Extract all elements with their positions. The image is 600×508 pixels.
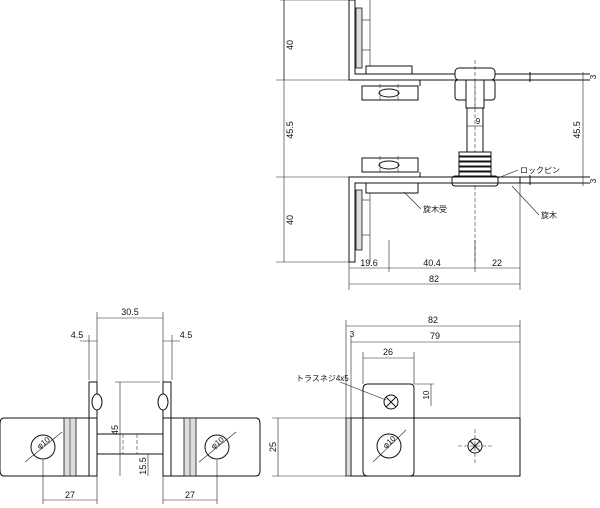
dim-right-bottom: 27 (185, 490, 195, 500)
dim-left-plate: 4.5 (71, 330, 84, 340)
label-screw: トラスネジ4x5 (296, 374, 349, 383)
upper-receiver-top (365, 65, 413, 75)
lower-receiver-bottom (365, 182, 419, 194)
dim-right-bottom-thickness: 3 (589, 178, 598, 183)
dim-right-top-thickness: 3 (589, 74, 598, 79)
dim-height: 45 (110, 425, 120, 435)
dim-bottom-c: 22 (492, 258, 502, 268)
dim-left-upper: 40 (285, 40, 295, 50)
dim-bottom-a: 19.6 (360, 258, 378, 268)
dim-left-middle: 45.5 (285, 121, 295, 139)
dim-right-plate: 4.5 (180, 330, 193, 340)
dim-screw-spacing: 26 (383, 347, 393, 357)
front-right-plate (162, 417, 261, 477)
dim-left-lower: 40 (285, 215, 295, 225)
dim-right-gap: 45.5 (572, 121, 582, 139)
dim-bottom-total: 82 (429, 274, 439, 284)
dim-thickness: 3 (350, 330, 355, 339)
front-right-hole (204, 434, 230, 460)
dim-bottom-b: 40.4 (423, 258, 441, 268)
dim-height-side: 25 (268, 442, 278, 452)
upper-wall-plate (355, 7, 363, 69)
dim-total: 82 (428, 315, 438, 325)
dim-top-width: 30.5 (121, 307, 139, 317)
dim-offset: 15.5 (138, 457, 148, 475)
side-view: 82 79 3 26 10 トラスネジ4x5 φ10 (268, 315, 521, 477)
dim-pin-diameter: 9 (476, 117, 481, 126)
top-view: 40 45.5 40 45.5 3 3 9 ロックピン 旋木受 旋木 19.6 … (276, 0, 598, 290)
lower-wall-plate (355, 189, 363, 251)
dim-inner: 79 (430, 331, 440, 341)
dim-left-bottom: 27 (65, 490, 75, 500)
lock-pin-spring (458, 151, 492, 177)
dim-screw-offset: 10 (422, 390, 431, 399)
label-lock-pin: ロックピン (520, 166, 560, 175)
label-turn-wood: 旋木 (541, 210, 557, 220)
front-left-hole (30, 434, 56, 460)
front-view: 30.5 4.5 4.5 φ10 φ10 45 (0, 307, 261, 504)
front-left-plate (0, 417, 98, 477)
label-turn-receiver: 旋木受 (423, 204, 447, 214)
